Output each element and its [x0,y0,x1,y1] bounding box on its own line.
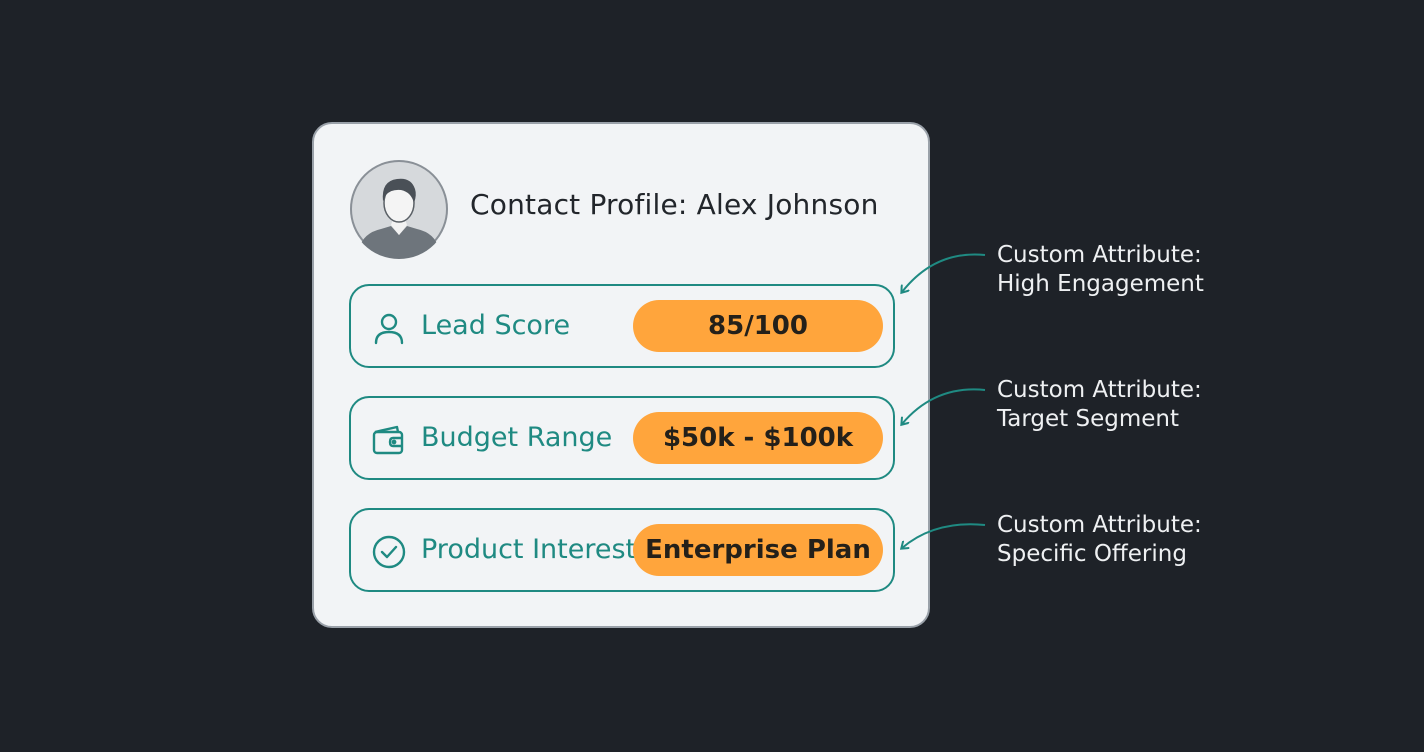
annotation-line: Custom Attribute: [997,512,1202,538]
attribute-row-lead-score: Lead Score 85/100 [349,284,895,368]
attribute-value-pill: 85/100 [633,300,883,352]
attribute-value-pill: $50k - $100k [633,412,883,464]
annotation-line: Target Segment [997,406,1179,432]
annotation-line: Custom Attribute: [997,242,1202,268]
wallet-icon [371,422,407,458]
annotation-target-segment: Custom Attribute: Target Segment [997,376,1202,434]
annotation-line: Custom Attribute: [997,377,1202,403]
profile-title: Contact Profile: Alex Johnson [470,188,879,221]
attribute-label: Product Interest [421,534,637,565]
attribute-label: Lead Score [421,310,571,341]
annotation-line: High Engagement [997,271,1204,297]
attribute-row-product-interest: Product Interest Enterprise Plan [349,508,895,592]
annotation-arrow-2 [902,388,986,424]
contact-profile-card: Contact Profile: Alex Johnson Lead Score… [312,122,930,628]
annotation-arrow-3 [902,523,986,548]
user-icon [371,310,407,346]
attribute-value-pill: Enterprise Plan [633,524,883,576]
check-circle-icon [371,534,407,570]
annotation-high-engagement: Custom Attribute: High Engagement [997,241,1204,299]
attribute-row-budget-range: Budget Range $50k - $100k [349,396,895,480]
annotation-arrow-1 [902,253,986,292]
attribute-label: Budget Range [421,422,613,453]
annotation-line: Specific Offering [997,541,1187,567]
annotation-specific-offering: Custom Attribute: Specific Offering [997,511,1202,569]
avatar [349,159,449,259]
person-avatar-icon [350,160,448,259]
